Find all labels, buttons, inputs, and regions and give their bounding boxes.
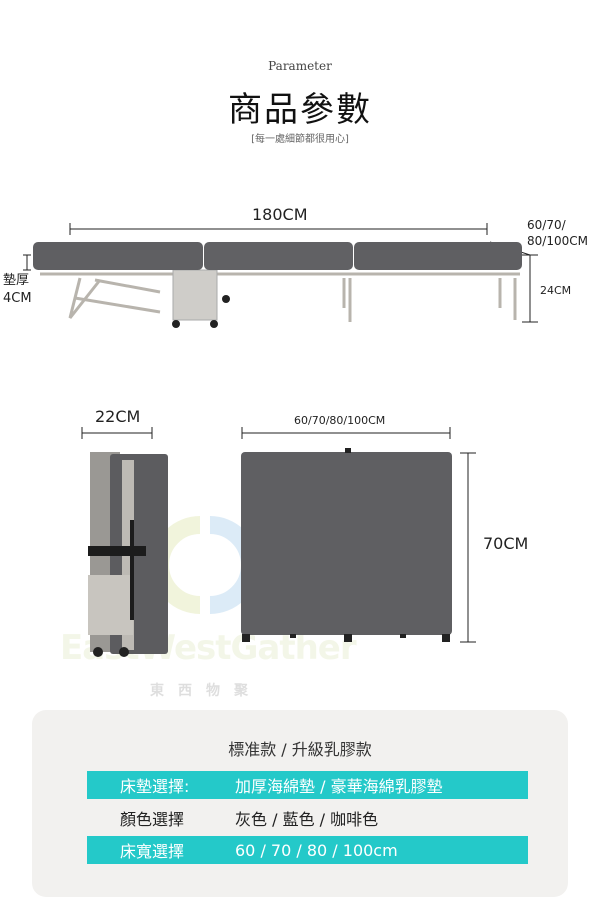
spec-value: 60 / 70 / 80 / 100cm: [235, 840, 398, 860]
spec-title: 標准款 / 升級乳膠款: [228, 740, 372, 759]
height-label: 24CM: [540, 284, 572, 297]
page-subtitle: [每一處細節都很用心]: [251, 134, 349, 145]
pad-thickness-label: 墊厚: [3, 273, 30, 288]
eyebrow-text: Parameter: [268, 59, 332, 73]
spec-key: 床墊選擇:: [120, 777, 190, 796]
spec-key: 床寬選擇: [120, 842, 185, 861]
unfolded-bed-illustration: [23, 223, 538, 328]
page-title: 商品參數: [228, 90, 372, 130]
spec-key: 顏色選擇: [120, 810, 185, 829]
watermark-cn-text: 東西物聚: [150, 683, 262, 699]
length-label: 180CM: [252, 205, 308, 224]
spec-value: 灰色 / 藍色 / 咖啡色: [235, 810, 379, 829]
pad-thickness-value: 4CM: [3, 291, 32, 306]
width-label: 60/70/ 80/100CM: [527, 218, 588, 248]
spec-value: 加厚海綿墊 / 豪華海綿乳膠墊: [235, 777, 443, 796]
spec-card: [32, 710, 568, 897]
spec-row-color: 顏色選擇 灰色 / 藍色 / 咖啡色: [87, 804, 528, 832]
folded-height-label: 70CM: [483, 534, 529, 553]
folded-depth-label: 22CM: [95, 407, 141, 426]
spec-row-width: 床寬選擇 60 / 70 / 80 / 100cm: [87, 836, 528, 864]
folded-width-label: 60/70/80/100CM: [294, 414, 386, 427]
folded-bed-illustration: [81, 427, 476, 657]
spec-row-mattress: 床墊選擇: 加厚海綿墊 / 豪華海綿乳膠墊: [87, 771, 528, 799]
